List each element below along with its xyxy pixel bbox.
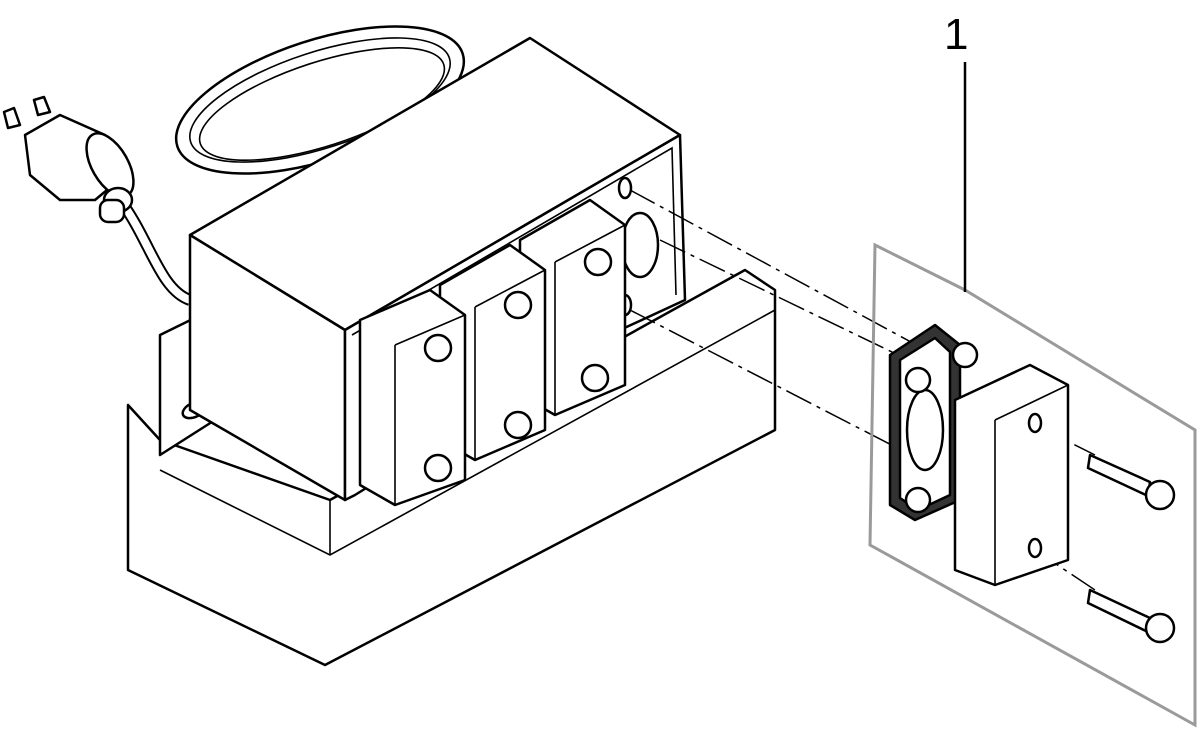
kit-panel: [868, 242, 1197, 728]
connector-cover: [953, 363, 1070, 587]
outlet-modules: [358, 198, 627, 507]
connector-opening: [620, 211, 660, 279]
screw-heads: [423, 247, 613, 483]
gasket: [888, 323, 979, 522]
mains-plug: [2, 95, 135, 224]
callout-label-1: 1: [944, 10, 969, 59]
screws: [1086, 453, 1176, 644]
mounting-hole: [617, 176, 633, 200]
